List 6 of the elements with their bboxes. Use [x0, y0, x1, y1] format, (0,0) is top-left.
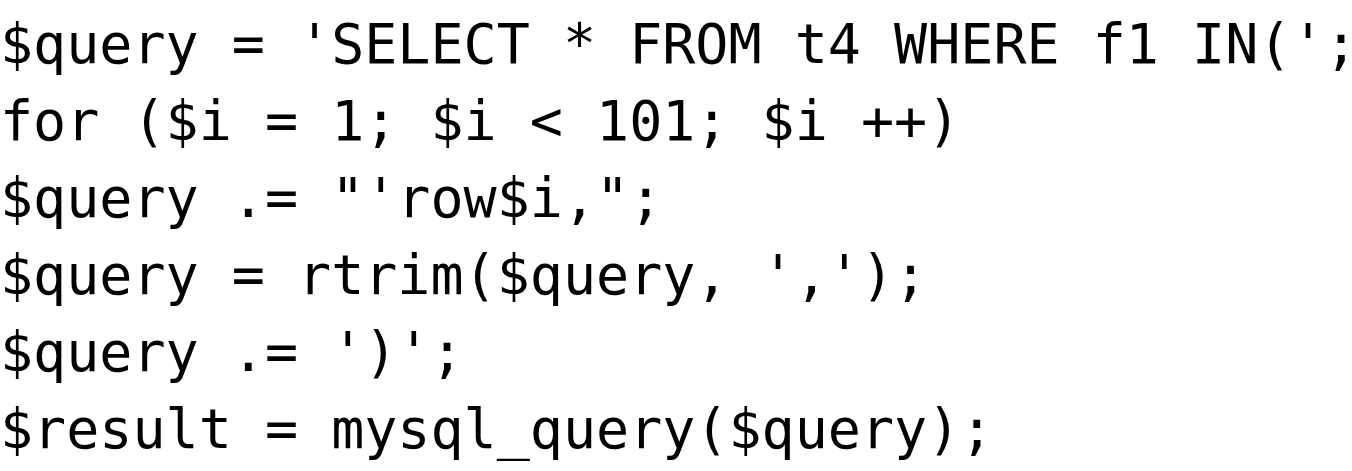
code-line: $query .= ')';	[0, 319, 464, 386]
code-line: $result = mysql_query($query);	[0, 396, 994, 463]
code-line: for ($i = 1; $i < 101; $i ++)	[0, 88, 961, 155]
code-line: $query = rtrim($query, ',');	[0, 242, 928, 309]
code-line: $query = 'SELECT * FROM t4 WHERE f1 IN(';	[0, 11, 1352, 78]
code-line: $query .= "'row$i,";	[0, 165, 663, 232]
